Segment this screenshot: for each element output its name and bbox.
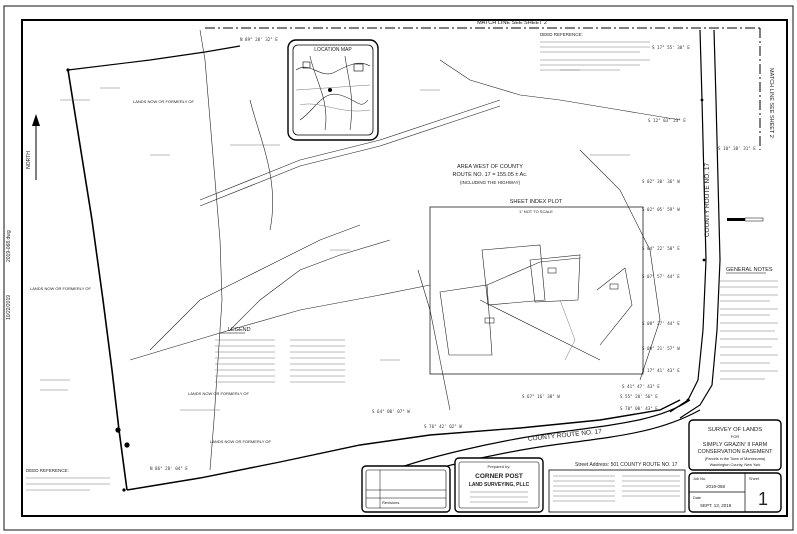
date-label: Date	[693, 496, 701, 500]
bearing-label: S 02° 30' 36" W	[642, 179, 680, 184]
file-name-text: 2019-068.dwg	[6, 230, 12, 262]
deed-reference-top-lines	[540, 41, 650, 71]
bearing-label: S 17° 55' 30" E	[652, 45, 690, 50]
road-label-bottom: COUNTY ROUTE NO. 17	[528, 428, 603, 443]
title-block: SURVEY OF LANDS FOR SIMPLY GRAZIN' II FA…	[688, 419, 782, 513]
road-label-right: COUNTY ROUTE NO. 17	[704, 162, 711, 237]
adjoiner-label: LANDS NOW OR FORMERLY OF	[210, 439, 272, 444]
outer-border	[3, 5, 794, 531]
bearing-label: S 64° 00' 07" W	[372, 409, 410, 414]
bearing-label: S 41° 47' 43" E	[622, 384, 660, 389]
certification-box: Street Address: 501 COUNTY ROUTE NO. 17	[548, 462, 686, 513]
location-map-title: LOCATION MAP	[314, 47, 352, 53]
area-label: AREA WEST OF COUNTY ROUTE NO. 17 = 155.0…	[452, 164, 527, 185]
sheet-index-scale: 1" NOT TO SCALE	[519, 209, 553, 214]
bearing-label: S 67° 16' 38" W	[522, 394, 560, 399]
bearing-label: S 55° 20' 56" E	[620, 394, 658, 399]
adjoiner-labels: LANDS NOW OR FORMERLY OF LANDS NOW OR FO…	[30, 99, 272, 444]
street-address: Street Address: 501 COUNTY ROUTE NO. 17	[575, 462, 678, 468]
sheet-index-plot: SHEET INDEX PLOT 1" NOT TO SCALE	[429, 199, 644, 375]
revisions-label: Revisions	[382, 500, 399, 505]
area-label-line3: (INCLUDING THE HIGHWAY)	[460, 180, 521, 185]
legend-title: LEGEND	[228, 327, 251, 333]
sheet-label: Sheet	[749, 477, 760, 481]
job-no-label: Job No.	[693, 477, 706, 481]
interior-lines	[129, 29, 681, 471]
firm-prepared-by: Prepared by:	[488, 464, 511, 469]
monument-markers	[66, 68, 706, 492]
graphic-scale	[727, 217, 764, 222]
bearing-label: S 08° 27' 44" E	[642, 321, 680, 326]
match-line-label: MATCH LINE SEE SHEET 2	[477, 20, 547, 26]
title-line-3: SIMPLY GRAZIN' II FARM	[703, 442, 768, 448]
title-line-6: Washington County, New York	[710, 463, 761, 467]
bearing-labels: N 89° 28' 32" E S 17° 55' 30" E S 12° 03…	[150, 37, 756, 471]
firm-name-2: LAND SURVEYING, PLLC	[469, 482, 530, 488]
adjoiner-label: LANDS NOW OR FORMERLY OF	[30, 286, 92, 291]
revision-box: Revisions	[361, 465, 451, 513]
match-line-top: MATCH LINE SEE SHEET 2	[205, 20, 760, 29]
match-line-side-label: MATCH LINE SEE SHEET 2	[768, 68, 774, 138]
title-line-2: FOR	[731, 434, 740, 439]
sheet-number: 1	[758, 489, 768, 509]
deed-reference-bottom: DEED REFERENCE:	[26, 468, 110, 491]
annotation-marks	[40, 69, 630, 411]
deed-reference-top-title: DEED REFERENCE:	[540, 32, 583, 37]
bearing-label: S 17° 41' 43" E	[642, 368, 680, 373]
bearing-label: S 07° 57' 44" E	[642, 274, 680, 279]
legend: LEGEND	[215, 327, 345, 383]
general-notes: GENERAL NOTES	[720, 267, 778, 380]
title-line-5: (Parcels in the Town of Montezuma)	[705, 457, 766, 461]
bearing-label: S 70° 00' 43" E	[620, 406, 658, 411]
bearing-label: N 86° 28' 04" E	[150, 466, 188, 471]
date-value: SEPT. 13, 2019	[700, 503, 732, 508]
match-line-right: MATCH LINE SEE SHEET 2	[759, 28, 774, 150]
bearing-label: S 12° 03' 23" E	[648, 118, 686, 123]
deed-reference-bottom-title: DEED REFERENCE:	[26, 468, 69, 473]
firm-box: Prepared by: CORNER POST LAND SURVEYING,…	[454, 457, 544, 513]
plot-date-text: 10/22/2019	[6, 295, 12, 320]
adjoiner-label: LANDS NOW OR FORMERLY OF	[188, 391, 250, 396]
adjoiner-label: LANDS NOW OR FORMERLY OF	[133, 99, 195, 104]
location-map: LOCATION MAP	[287, 39, 379, 141]
area-label-line1: AREA WEST OF COUNTY	[457, 164, 523, 170]
bearing-label: N 89° 28' 32" E	[240, 37, 278, 42]
bearing-label: S 04° 22' 50" E	[642, 246, 680, 251]
bearing-label: S 09° 21' 57" W	[642, 346, 680, 351]
sheet-index-title: SHEET INDEX PLOT	[510, 199, 563, 205]
bearing-label: S 76° 42' 02" W	[424, 424, 462, 429]
job-no-value: 2019-068	[706, 484, 726, 489]
bearing-label: S 10° 38' 31" E	[718, 146, 756, 151]
title-line-4: CONSERVATION EASEMENT	[698, 449, 774, 455]
title-line-1: SURVEY OF LANDS	[708, 427, 762, 433]
general-notes-title: GENERAL NOTES	[726, 267, 773, 273]
north-arrow-label: NORTH	[26, 151, 32, 169]
bearing-label: S 02° 05' 59" W	[642, 207, 680, 212]
firm-name-1: CORNER POST	[475, 473, 523, 480]
north-arrow: NORTH	[26, 114, 40, 180]
drawing-border	[21, 19, 788, 517]
area-label-line2: ROUTE NO. 17 = 155.05 ± Ac.	[452, 172, 527, 178]
